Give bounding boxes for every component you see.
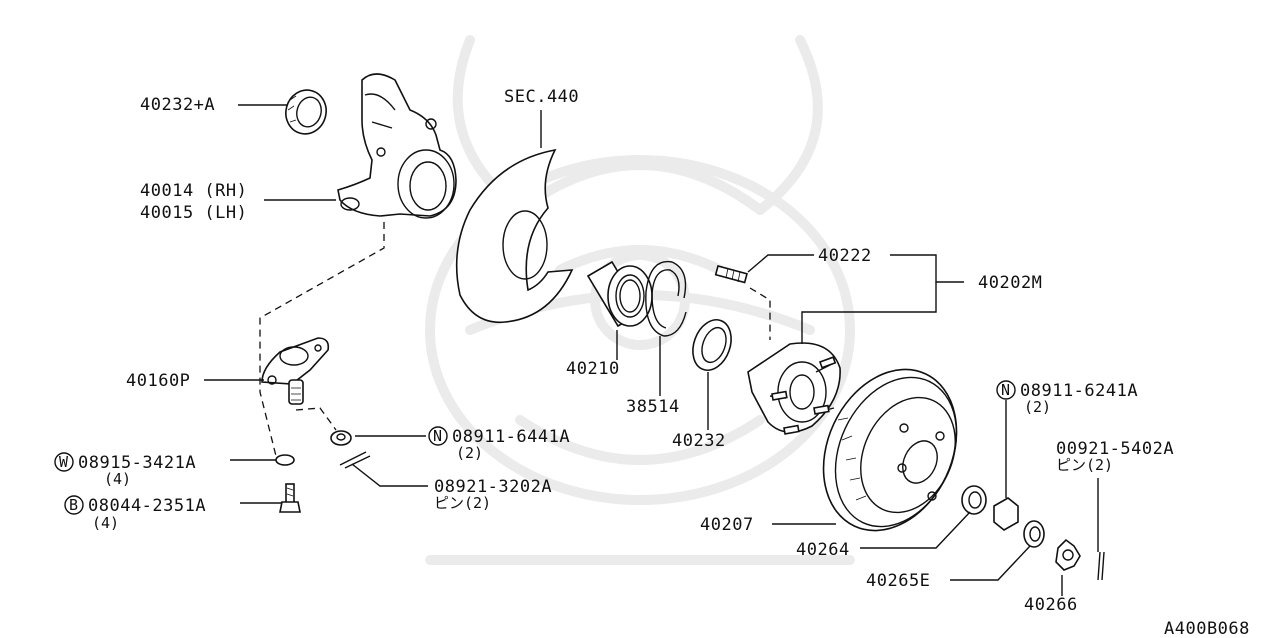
label-pin1-qty: ピン(2): [434, 494, 491, 512]
n2-symbol: N: [1001, 381, 1010, 399]
label-n2-qty: (2): [1024, 398, 1051, 416]
label-n2-code: 08911-6241A: [1020, 381, 1138, 401]
snap-ring: [645, 260, 687, 337]
dust-shield: [455, 148, 574, 324]
label-40210: 40210: [566, 359, 620, 379]
bolt: [279, 483, 301, 513]
label-sec440: SEC.440: [504, 87, 579, 107]
diagram-id: A400B068: [1164, 619, 1250, 638]
label-n1-qty: (2): [456, 444, 483, 462]
label-40265e: 40265E: [866, 571, 930, 591]
leader-lines: [204, 104, 1099, 596]
n-symbol-circle: [428, 426, 448, 446]
steering-knuckle: [337, 73, 457, 219]
label-w-code: 08915-3421A: [78, 453, 196, 473]
n2-symbol-circle: [996, 380, 1016, 400]
hub-nut: [993, 497, 1019, 531]
label-w-qty: (4): [104, 470, 131, 488]
b-symbol-circle: [64, 495, 84, 515]
grease-seal: [692, 319, 732, 371]
label-40202m: 40202M: [978, 273, 1042, 293]
adjusting-cap: [1023, 520, 1045, 548]
label-40266: 40266: [1024, 595, 1078, 615]
label-40160p: 40160P: [126, 371, 190, 391]
label-40222: 40222: [818, 246, 872, 266]
cotter-pin: [339, 451, 371, 469]
label-pin2-code: 00921-5402A: [1056, 439, 1174, 459]
w-symbol: W: [59, 453, 69, 471]
label-n1-code: 08911-6441A: [452, 427, 570, 447]
label-40232: 40232: [672, 431, 726, 451]
n-symbol: N: [433, 427, 442, 445]
label-40232a: 40232+A: [140, 95, 215, 115]
label-40015: 40015 (LH): [140, 203, 247, 223]
label-b-code: 08044-2351A: [88, 496, 206, 516]
thrust-washer: [961, 485, 987, 515]
hub-bolt: [714, 265, 748, 284]
assembly-line: [749, 287, 771, 340]
assembly-line: [295, 407, 337, 431]
label-40207: 40207: [700, 515, 754, 535]
castle-nut: [330, 430, 352, 446]
wheel-hub: [747, 342, 841, 435]
label-38514: 38514: [626, 397, 680, 417]
brake-rotor: [822, 368, 958, 532]
nut-lock: [1055, 538, 1081, 571]
w-symbol-circle: [54, 452, 74, 472]
b-symbol: B: [69, 496, 78, 514]
label-pin1-code: 08921-3202A: [434, 477, 552, 497]
washer: [275, 454, 295, 466]
grease-seal-40232a: [285, 89, 327, 135]
cotter-pin: [1097, 551, 1105, 581]
label-pin2-qty: ピン(2): [1056, 456, 1113, 474]
label-40264: 40264: [796, 540, 850, 560]
label-b-qty: (4): [92, 514, 119, 532]
ball-joint: [261, 337, 330, 405]
assembly-line: [259, 222, 385, 457]
label-40014: 40014 (RH): [140, 181, 247, 201]
